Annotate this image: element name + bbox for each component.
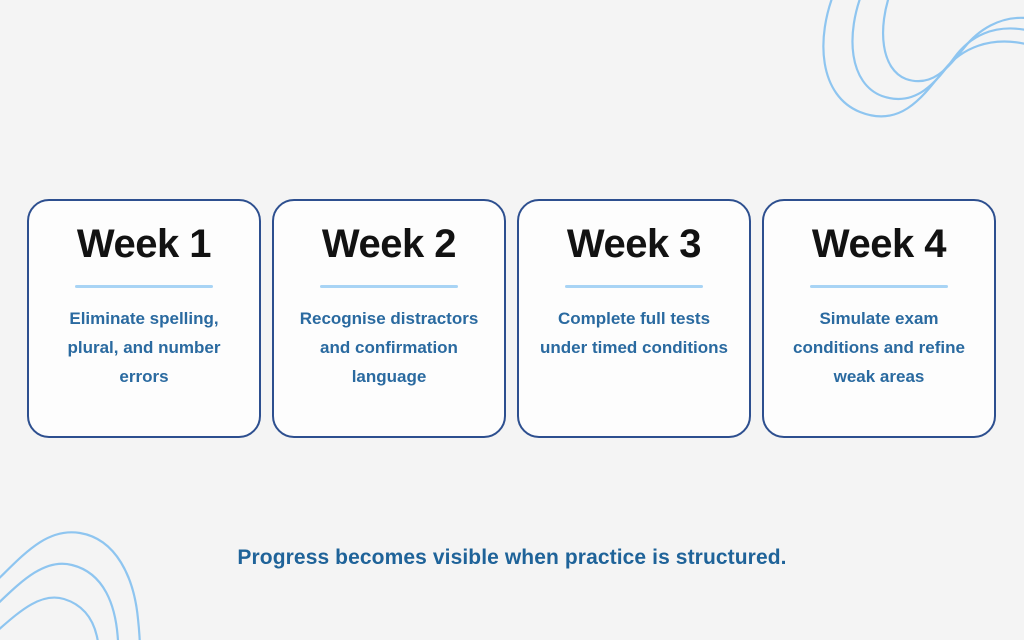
week-card-title: Week 3	[566, 222, 702, 266]
card-divider	[565, 285, 703, 288]
week-card-title: Week 2	[321, 222, 457, 266]
card-divider	[75, 285, 213, 288]
week-card[interactable]: Week 3 Complete full tests under timed c…	[517, 199, 751, 438]
week-card-description: Recognise distractors and confirmation l…	[299, 309, 479, 387]
card-divider	[320, 285, 458, 288]
week-card-description: Eliminate spelling, plural, and number e…	[67, 309, 221, 387]
week-cards-row: Week 1 Eliminate spelling, plural, and n…	[27, 199, 996, 438]
week-card-description: Complete full tests under timed conditio…	[540, 309, 728, 358]
week-card-title: Week 4	[811, 222, 947, 266]
week-card-title: Week 1	[76, 222, 212, 266]
week-card[interactable]: Week 2 Recognise distractors and confirm…	[272, 199, 506, 438]
wave-lines-decoration-top-right	[822, 0, 1024, 118]
week-card[interactable]: Week 1 Eliminate spelling, plural, and n…	[27, 199, 261, 438]
week-card-description: Simulate exam conditions and refine weak…	[793, 309, 965, 387]
footer-note: Progress becomes visible when practice i…	[237, 546, 787, 569]
card-divider	[810, 285, 948, 288]
week-card[interactable]: Week 4 Simulate exam conditions and refi…	[762, 199, 996, 438]
